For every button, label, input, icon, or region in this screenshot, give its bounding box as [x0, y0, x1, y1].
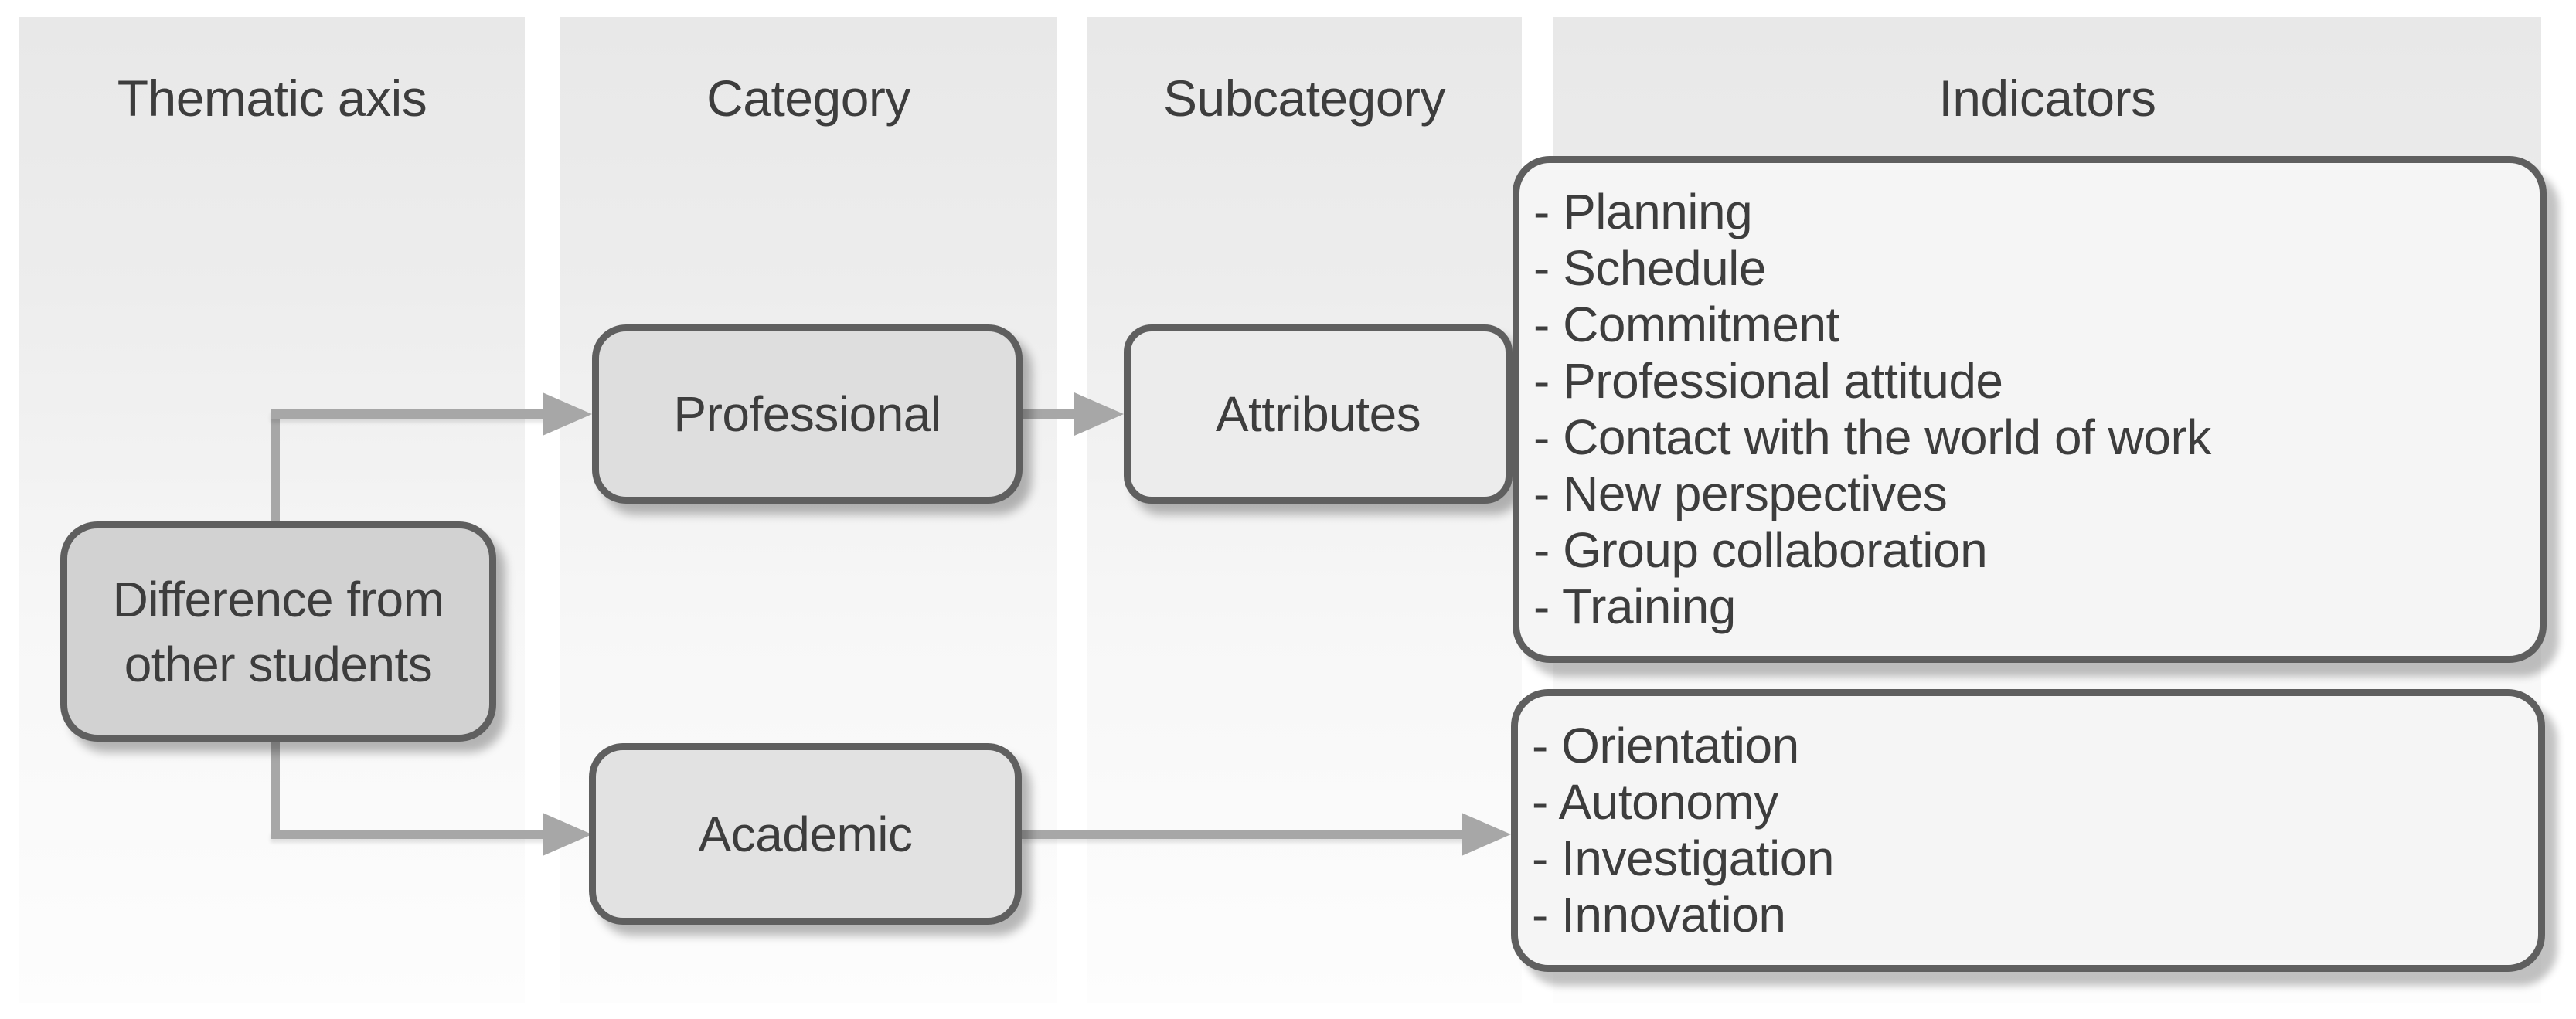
indicator-list-academic: - Orientation - Autonomy - Investigation…	[1518, 696, 2538, 965]
node-difference-from-other-students: Difference from other students	[60, 521, 496, 742]
connector-professional-to-attributes	[1023, 409, 1080, 419]
indicators-box-academic: - Orientation - Autonomy - Investigation…	[1511, 689, 2545, 972]
indicator-item: - Autonomy	[1532, 774, 1778, 830]
indicator-item: - Orientation	[1532, 718, 1799, 773]
node-academic: Academic	[589, 743, 1022, 925]
column-header-category: Category	[706, 70, 910, 127]
indicator-item: - New perspectives	[1533, 466, 1948, 521]
indicator-item: - Planning	[1533, 184, 1753, 239]
node-label: Professional	[673, 386, 941, 442]
arrow-head-icon	[543, 392, 592, 436]
column-header-indicators: Indicators	[1938, 70, 2156, 127]
indicator-item: - Group collaboration	[1533, 522, 1988, 578]
indicator-item: - Investigation	[1532, 830, 1834, 886]
arrow-head-icon	[1074, 392, 1124, 436]
node-label: Difference from other students	[112, 571, 444, 692]
indicator-item: - Schedule	[1533, 240, 1766, 296]
column-panel-subcategory: Subcategory	[1087, 17, 1522, 1003]
arrow-head-icon	[543, 813, 592, 856]
indicator-list-professional: - Planning - Schedule - Commitment - Pro…	[1519, 163, 2540, 656]
node-professional: Professional	[592, 324, 1023, 504]
indicator-item: - Contact with the world of work	[1533, 409, 2211, 465]
indicator-item: - Innovation	[1532, 887, 1786, 943]
column-header-thematic-axis: Thematic axis	[117, 70, 427, 127]
indicator-item: - Commitment	[1533, 297, 1839, 352]
indicators-box-professional: - Planning - Schedule - Commitment - Pro…	[1513, 156, 2547, 663]
column-header-subcategory: Subcategory	[1162, 70, 1446, 127]
connector-thematic-to-professional-vertical	[271, 409, 280, 525]
arrow-head-icon	[1462, 813, 1511, 856]
connector-thematic-to-academic-vertical	[271, 738, 280, 839]
connector-thematic-to-academic-horizontal	[271, 830, 549, 839]
node-label: Attributes	[1215, 386, 1421, 442]
indicator-item: - Training	[1533, 579, 1736, 634]
node-label: Academic	[698, 806, 914, 862]
node-attributes: Attributes	[1124, 324, 1513, 504]
indicator-item: - Professional attitude	[1533, 353, 2003, 409]
connector-thematic-to-professional-horizontal	[271, 409, 549, 419]
connector-academic-to-indicators	[1022, 830, 1468, 839]
